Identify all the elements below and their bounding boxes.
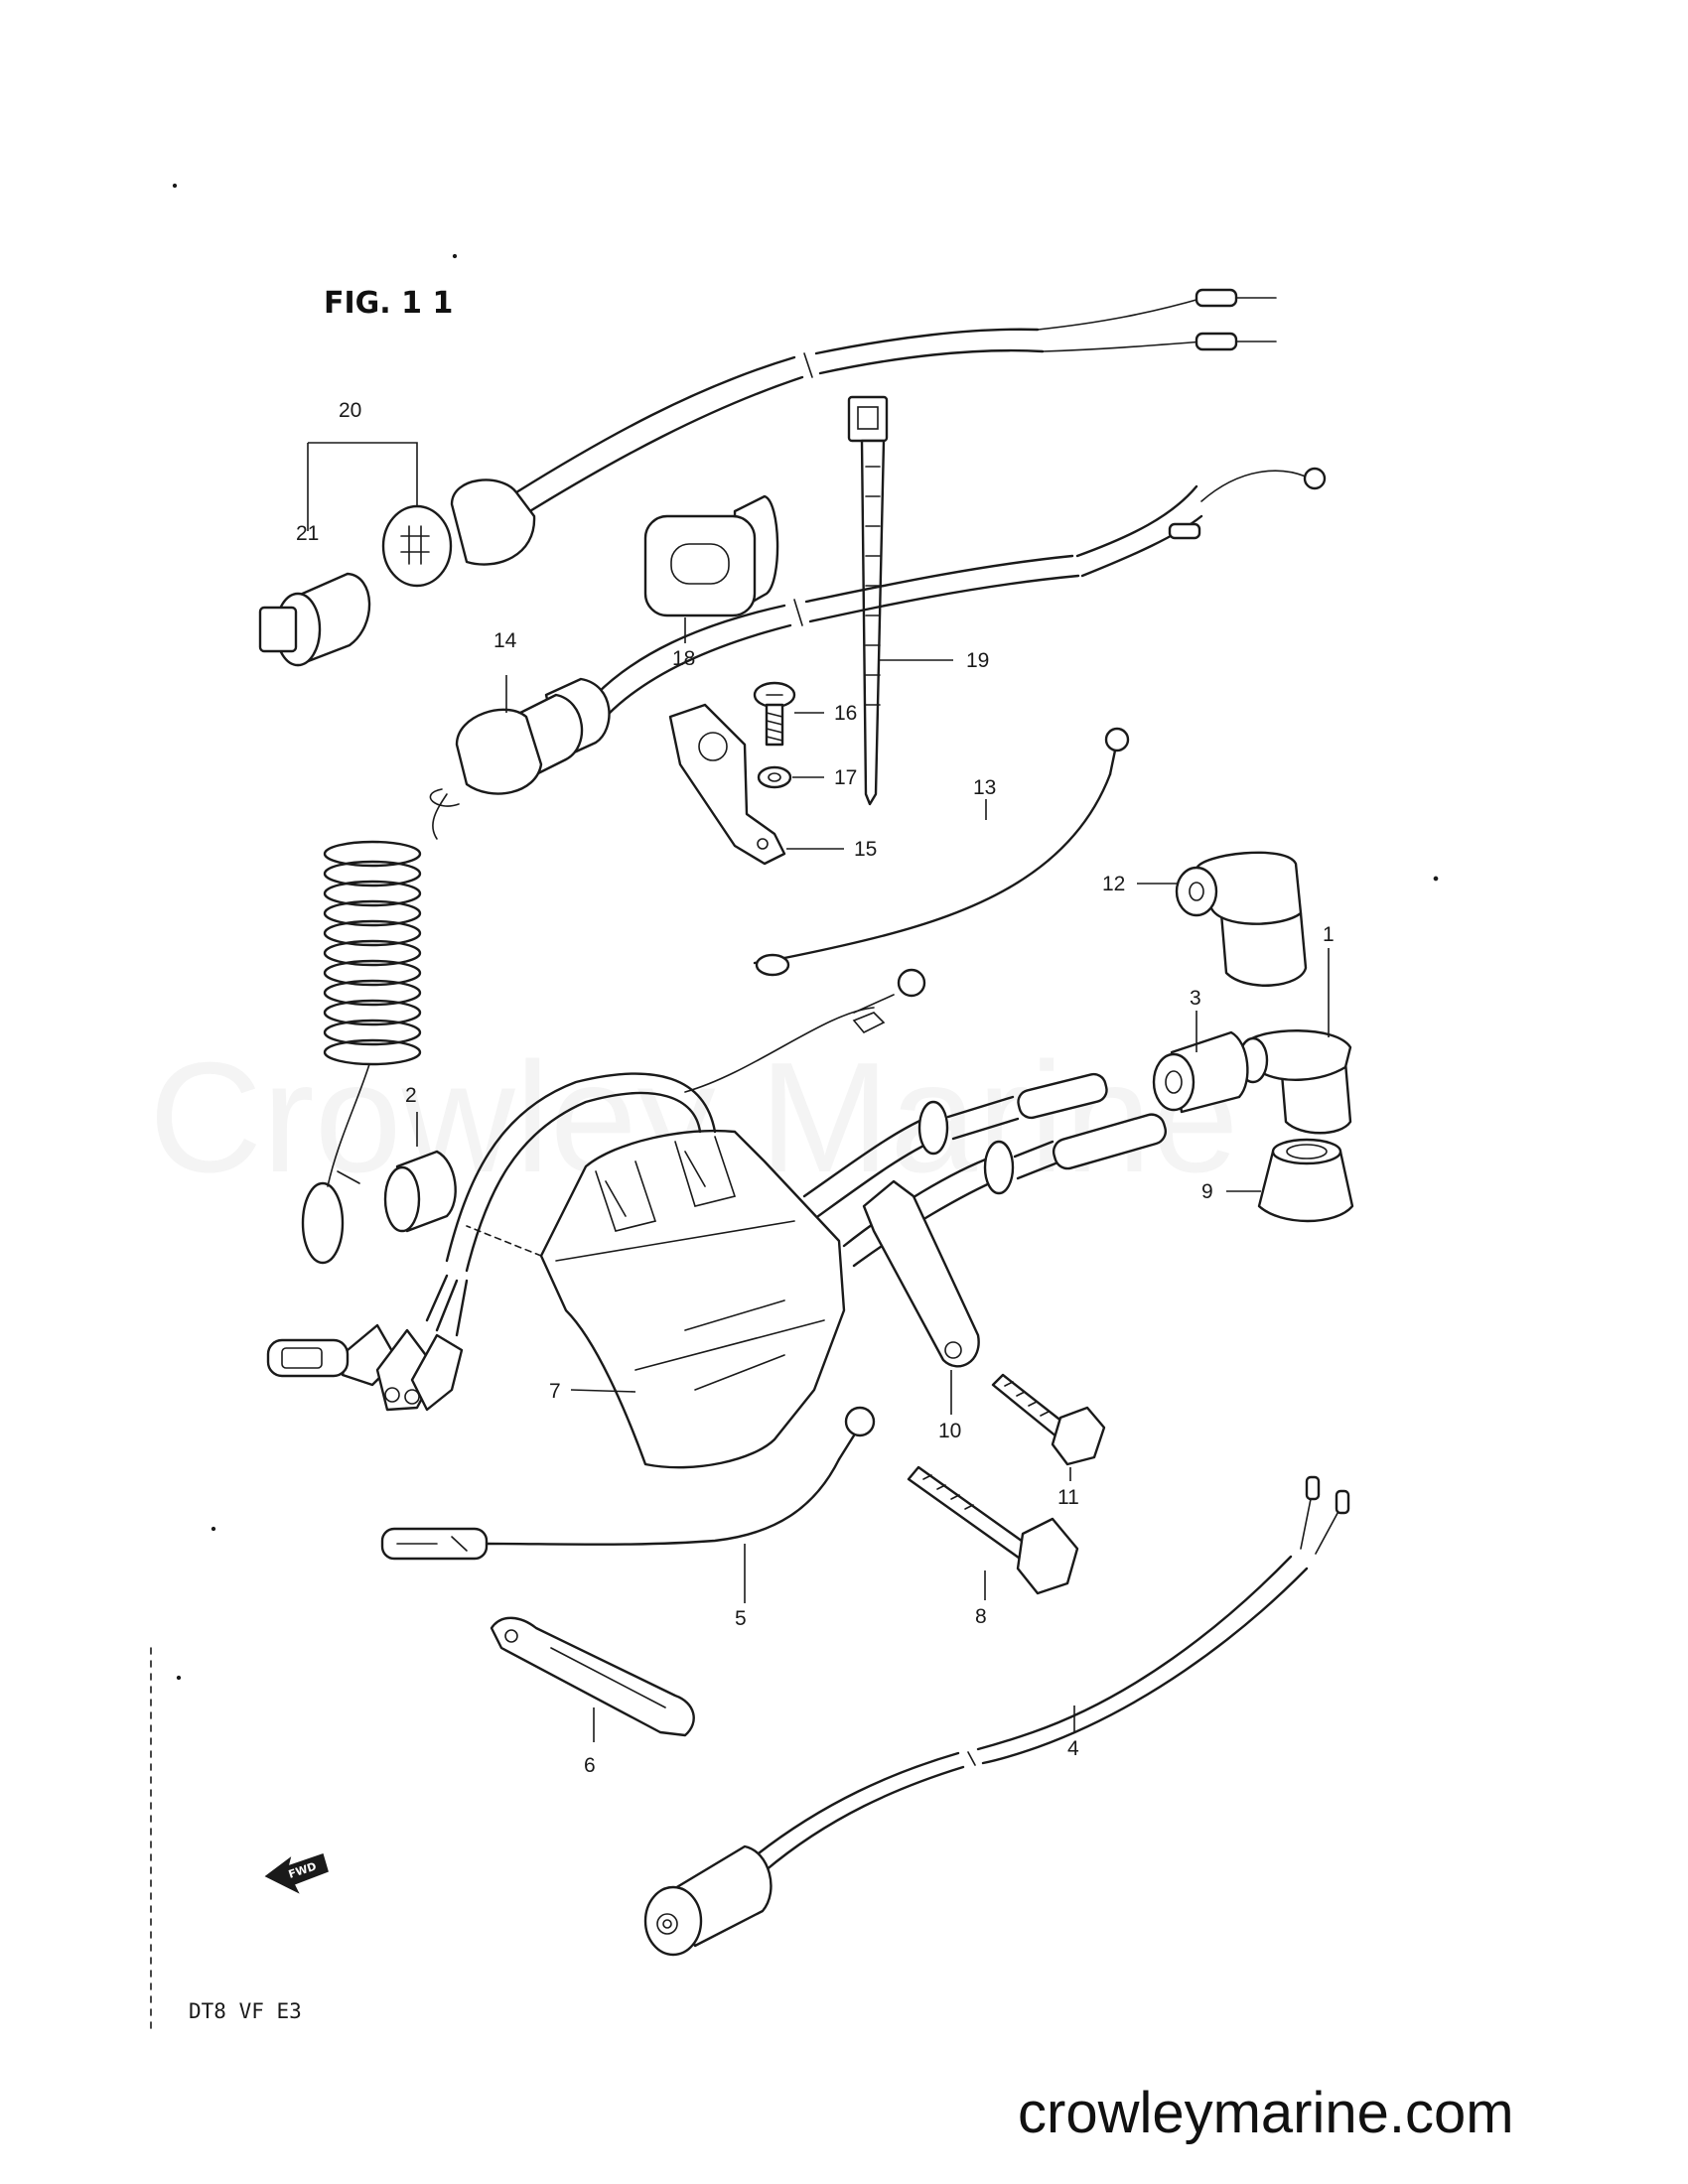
callout-16: 16 xyxy=(834,702,857,725)
part-7-cdi-unit xyxy=(539,1129,846,1469)
part-4-switch-harness xyxy=(643,1475,1350,1957)
part-8-long-bolt xyxy=(907,1465,1079,1595)
part-13-ground-lead xyxy=(753,727,1130,977)
callout-21: 21 xyxy=(296,522,319,545)
callout-8: 8 xyxy=(975,1605,987,1628)
callout-7: 7 xyxy=(549,1380,561,1403)
high-tension-leads xyxy=(802,1072,1168,1268)
callout-4: 4 xyxy=(1067,1737,1079,1760)
part-17-washer xyxy=(757,765,792,789)
part-16-screw xyxy=(753,681,796,747)
part-18-grommet xyxy=(643,494,779,617)
part-20-connector-harness xyxy=(381,288,1277,588)
callout-19: 19 xyxy=(966,649,989,672)
model-code: DT8 VF E3 xyxy=(189,1999,302,2023)
leader-7 xyxy=(570,1389,636,1393)
part-15-bracket xyxy=(668,703,786,866)
part-5-lead xyxy=(380,1406,876,1561)
site-url[interactable]: crowleymarine.com xyxy=(1018,2081,1514,2145)
callout-18: 18 xyxy=(672,647,695,670)
callout-12: 12 xyxy=(1102,873,1125,895)
part-19-cable-tie xyxy=(847,395,889,806)
callout-9: 2 xyxy=(405,1084,417,1107)
part-11-bolt xyxy=(991,1373,1106,1466)
part-3-seal xyxy=(1152,1030,1249,1114)
callout-3: 3 xyxy=(1190,987,1201,1010)
part-12-plug-cap xyxy=(1175,851,1308,987)
figure-title: FIG. 1 1 xyxy=(324,286,453,321)
scan-specks xyxy=(172,183,1439,1681)
part-10-clamp xyxy=(862,1179,980,1368)
callout-14: 14 xyxy=(493,629,517,652)
leader-20-21 xyxy=(307,442,418,531)
callout-15: 15 xyxy=(854,838,877,861)
cdi-harness xyxy=(266,968,926,1412)
callout-11: 11 xyxy=(1057,1486,1079,1509)
part-9-spacer xyxy=(383,1150,457,1233)
part-1-plug-cap xyxy=(1237,1029,1352,1135)
callout-5: 5 xyxy=(735,1607,747,1630)
callout-1: 1 xyxy=(1323,923,1335,946)
part-14-stop-switch xyxy=(429,467,1327,807)
fwd-arrow-icon: FWD xyxy=(264,1853,329,1894)
callout-10: 10 xyxy=(938,1420,961,1442)
part-21-connector-cap xyxy=(258,572,371,667)
callout-13: 13 xyxy=(973,776,996,799)
callout-17: 17 xyxy=(834,766,857,789)
callout-20: 20 xyxy=(339,399,361,422)
lanyard-coil xyxy=(301,793,448,1265)
callout-6: 6 xyxy=(584,1754,596,1777)
callout-2: 9 xyxy=(1201,1180,1213,1203)
part-2-boot xyxy=(1257,1138,1354,1223)
part-6-clamp-strip xyxy=(490,1616,695,1737)
